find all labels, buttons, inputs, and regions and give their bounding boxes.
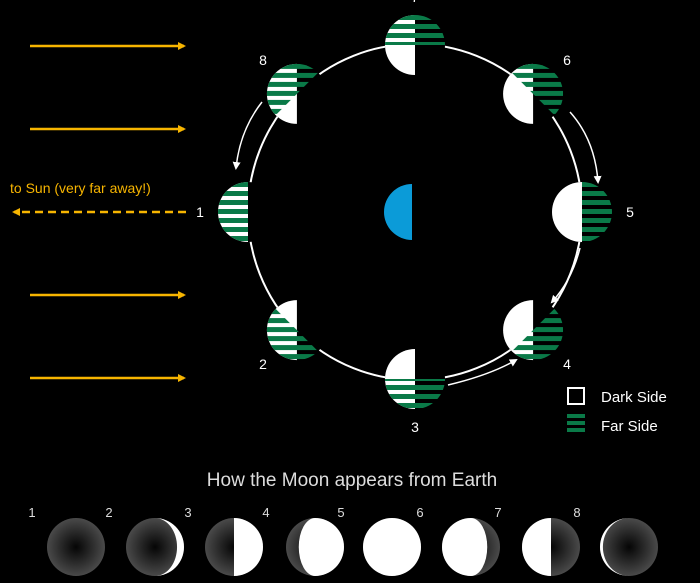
phase-label: 6 <box>416 505 423 520</box>
orbit-moon-label: 2 <box>259 356 267 372</box>
phase-label: 3 <box>184 505 191 520</box>
orbit-moon-7: 7 <box>385 0 445 75</box>
legend: Dark Side Far Side <box>567 387 667 435</box>
orbit-moon-label: 1 <box>196 204 204 220</box>
phase-moon-5 <box>363 518 421 576</box>
moon-lit-area <box>442 518 488 576</box>
orbit-moon-6: 6 <box>503 52 571 124</box>
moon-lit-area <box>298 518 344 576</box>
orbit-moons: 1 2 3 4 5 6 7 8 <box>196 0 634 435</box>
phase-moon-1 <box>47 518 105 576</box>
phase-moon-4 <box>286 518 344 576</box>
moon-dark-disk <box>47 518 105 576</box>
phase-moon-2 <box>126 518 184 576</box>
phases-title: How the Moon appears from Earth <box>207 470 497 491</box>
far-side-stripes <box>385 15 445 45</box>
moon-lit-area <box>155 518 184 576</box>
direction-arrow <box>550 247 581 304</box>
sun-rays <box>12 42 186 382</box>
orbit-moon-5: 5 <box>552 182 634 242</box>
phase-label: 8 <box>573 505 580 520</box>
orbit-moon-1: 1 <box>196 182 278 242</box>
phase-label: 7 <box>494 505 501 520</box>
orbit-direction-arrows <box>232 101 602 386</box>
moon-lit-side <box>503 63 534 124</box>
phase-moon-3 <box>205 518 263 576</box>
phase-row: 1 2 3 4 5 6 7 8 <box>28 505 658 576</box>
moon-lit-side <box>552 182 582 242</box>
orbit-moon-4: 4 <box>503 300 571 372</box>
orbit-moon-label: 4 <box>563 356 571 372</box>
orbit-moon-label: 7 <box>411 0 419 5</box>
orbit-moon-label: 6 <box>563 52 571 68</box>
dark-side-label: Dark Side <box>601 389 667 406</box>
moon-lit-area <box>522 518 551 576</box>
far-side-swatch <box>567 414 585 432</box>
moon-lit-area <box>234 518 263 576</box>
orbit-moon-2: 2 <box>259 300 327 372</box>
phase-moon-6 <box>442 518 500 576</box>
moon-dark-disk <box>600 518 658 576</box>
earth <box>384 184 412 240</box>
far-side-label: Far Side <box>601 418 658 435</box>
direction-arrow <box>569 111 602 184</box>
orbit-moon-label: 8 <box>259 52 267 68</box>
to-sun-label: to Sun (very far away!) <box>10 180 151 196</box>
orbit-moon-label: 3 <box>411 419 419 435</box>
moon-lit-area <box>363 518 421 576</box>
orbit-moon-3: 3 <box>385 349 445 435</box>
phase-label: 4 <box>262 505 269 520</box>
moon-dark-disk <box>126 518 184 576</box>
phase-label: 1 <box>28 505 35 520</box>
phase-moon-8 <box>600 518 658 576</box>
orbit-moon-8: 8 <box>259 52 327 124</box>
direction-arrow <box>447 359 518 386</box>
phase-label: 5 <box>337 505 344 520</box>
dark-side-swatch <box>567 387 585 405</box>
orbit-moon-label: 5 <box>626 204 634 220</box>
direction-arrow <box>232 101 263 170</box>
far-side-stripes <box>385 379 445 408</box>
phase-label: 2 <box>105 505 112 520</box>
phase-moon-7 <box>522 518 580 576</box>
